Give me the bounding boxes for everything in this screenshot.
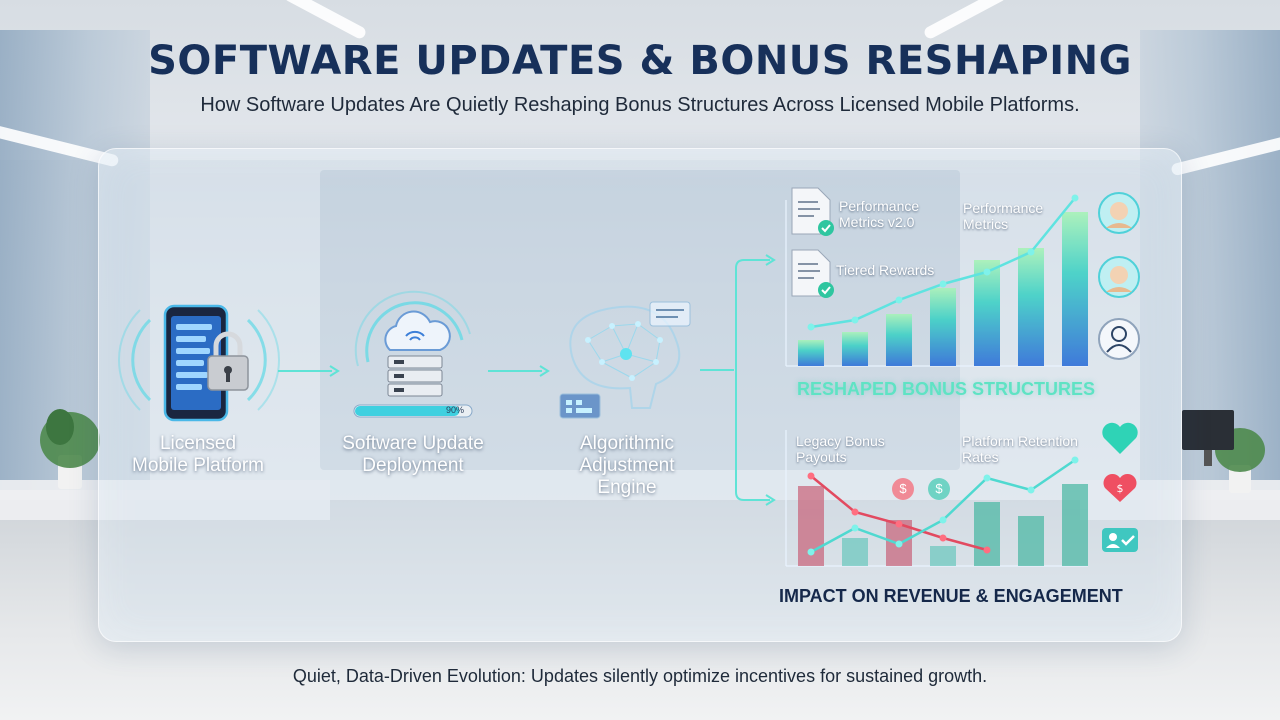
step-licensed-mobile-platform: Licensed Mobile Platform — [108, 433, 288, 477]
step-software-update-deployment: Software Update Deployment — [318, 433, 508, 477]
branch-connector — [700, 254, 776, 506]
line-label-performance-metrics: Performance Metrics — [963, 200, 1043, 232]
update-progress-bar — [353, 404, 473, 418]
impact-chart — [785, 430, 1088, 567]
svg-text:$: $ — [1117, 482, 1124, 495]
document-check-icon — [791, 249, 834, 298]
chart-bar — [842, 332, 868, 366]
progress-fill — [355, 406, 460, 416]
label-line: Rates — [962, 449, 999, 465]
ceiling — [0, 0, 1280, 160]
page-title: SOFTWARE UPDATES & BONUS RESHAPING — [148, 38, 1132, 84]
label-line: Performance — [963, 200, 1044, 216]
step-label-line: Adjustment — [579, 455, 675, 476]
coin-icon: $ — [892, 478, 914, 500]
label-line: Metrics v2.0 — [839, 214, 915, 230]
chart-bar — [886, 314, 912, 366]
chart-bar — [798, 340, 824, 366]
user-outline-icon — [1098, 318, 1140, 360]
plant-left-icon — [40, 409, 100, 489]
step-label-line: Software Update — [342, 433, 484, 454]
step-label-line: Licensed — [159, 433, 237, 454]
avatar-icon — [1098, 192, 1140, 234]
heart-icon — [1102, 422, 1138, 454]
diagram-panel — [98, 148, 1182, 642]
reshaped-bonus-chart — [785, 194, 1088, 367]
label-line: Legacy Bonus — [796, 433, 885, 449]
retention-bar — [930, 546, 956, 566]
step-label-line: Algorithmic — [580, 433, 674, 454]
document-check-icon — [791, 187, 834, 236]
retention-bar — [1062, 484, 1088, 566]
step-label-line: Deployment — [362, 455, 464, 476]
arrow-right-icon — [278, 365, 340, 377]
label-line: Metrics — [963, 216, 1009, 232]
label-line: Payouts — [796, 449, 847, 465]
label-line: Platform Retention — [962, 433, 1078, 449]
footer-caption: Quiet, Data-Driven Evolution: Updates si… — [292, 666, 988, 686]
heading-reshaped-bonus-structures: RESHAPED BONUS STRUCTURES — [797, 379, 1096, 399]
doc-label-tiered-rewards: Tiered Rewards — [836, 262, 935, 278]
step-label-line: Engine — [597, 477, 657, 498]
label-legacy-bonus-payouts: Legacy Bonus Payouts — [796, 433, 885, 465]
retention-bar — [974, 502, 1000, 566]
cloud-server-icon — [354, 290, 471, 397]
coin-icon: $ — [928, 478, 950, 500]
arrow-right-icon — [488, 365, 550, 377]
progress-text: 90% — [446, 405, 465, 415]
heading-impact-revenue-engagement: IMPACT ON REVENUE & ENGAGEMENT — [779, 586, 1123, 606]
retention-bar — [1018, 516, 1044, 566]
step-label-line: Mobile Platform — [132, 455, 264, 476]
chart-bar — [1062, 212, 1088, 366]
avatar-icon — [1098, 256, 1140, 298]
page-subtitle: How Software Updates Are Quietly Reshapi… — [200, 94, 1080, 116]
chart-bar — [974, 260, 1000, 366]
monitor-icon — [1182, 410, 1234, 466]
step-algorithmic-adjustment-engine: Algorithmic Adjustment Engine — [532, 433, 722, 499]
heart-dollar-icon: $ — [1103, 473, 1137, 502]
locked-phone-icon — [117, 304, 281, 422]
label-line: Performance — [839, 198, 920, 214]
chart-bar — [930, 288, 956, 366]
label-platform-retention-rates: Platform Retention Rates — [962, 433, 1078, 465]
chart-bar — [1018, 248, 1044, 366]
line-points — [807, 194, 1079, 331]
retention-bar — [842, 538, 868, 566]
doc-label-performance-metrics: Performance Metrics v2.0 — [839, 198, 919, 230]
user-check-icon — [1102, 528, 1138, 552]
neural-brain-icon — [559, 301, 691, 419]
desk — [0, 480, 330, 520]
